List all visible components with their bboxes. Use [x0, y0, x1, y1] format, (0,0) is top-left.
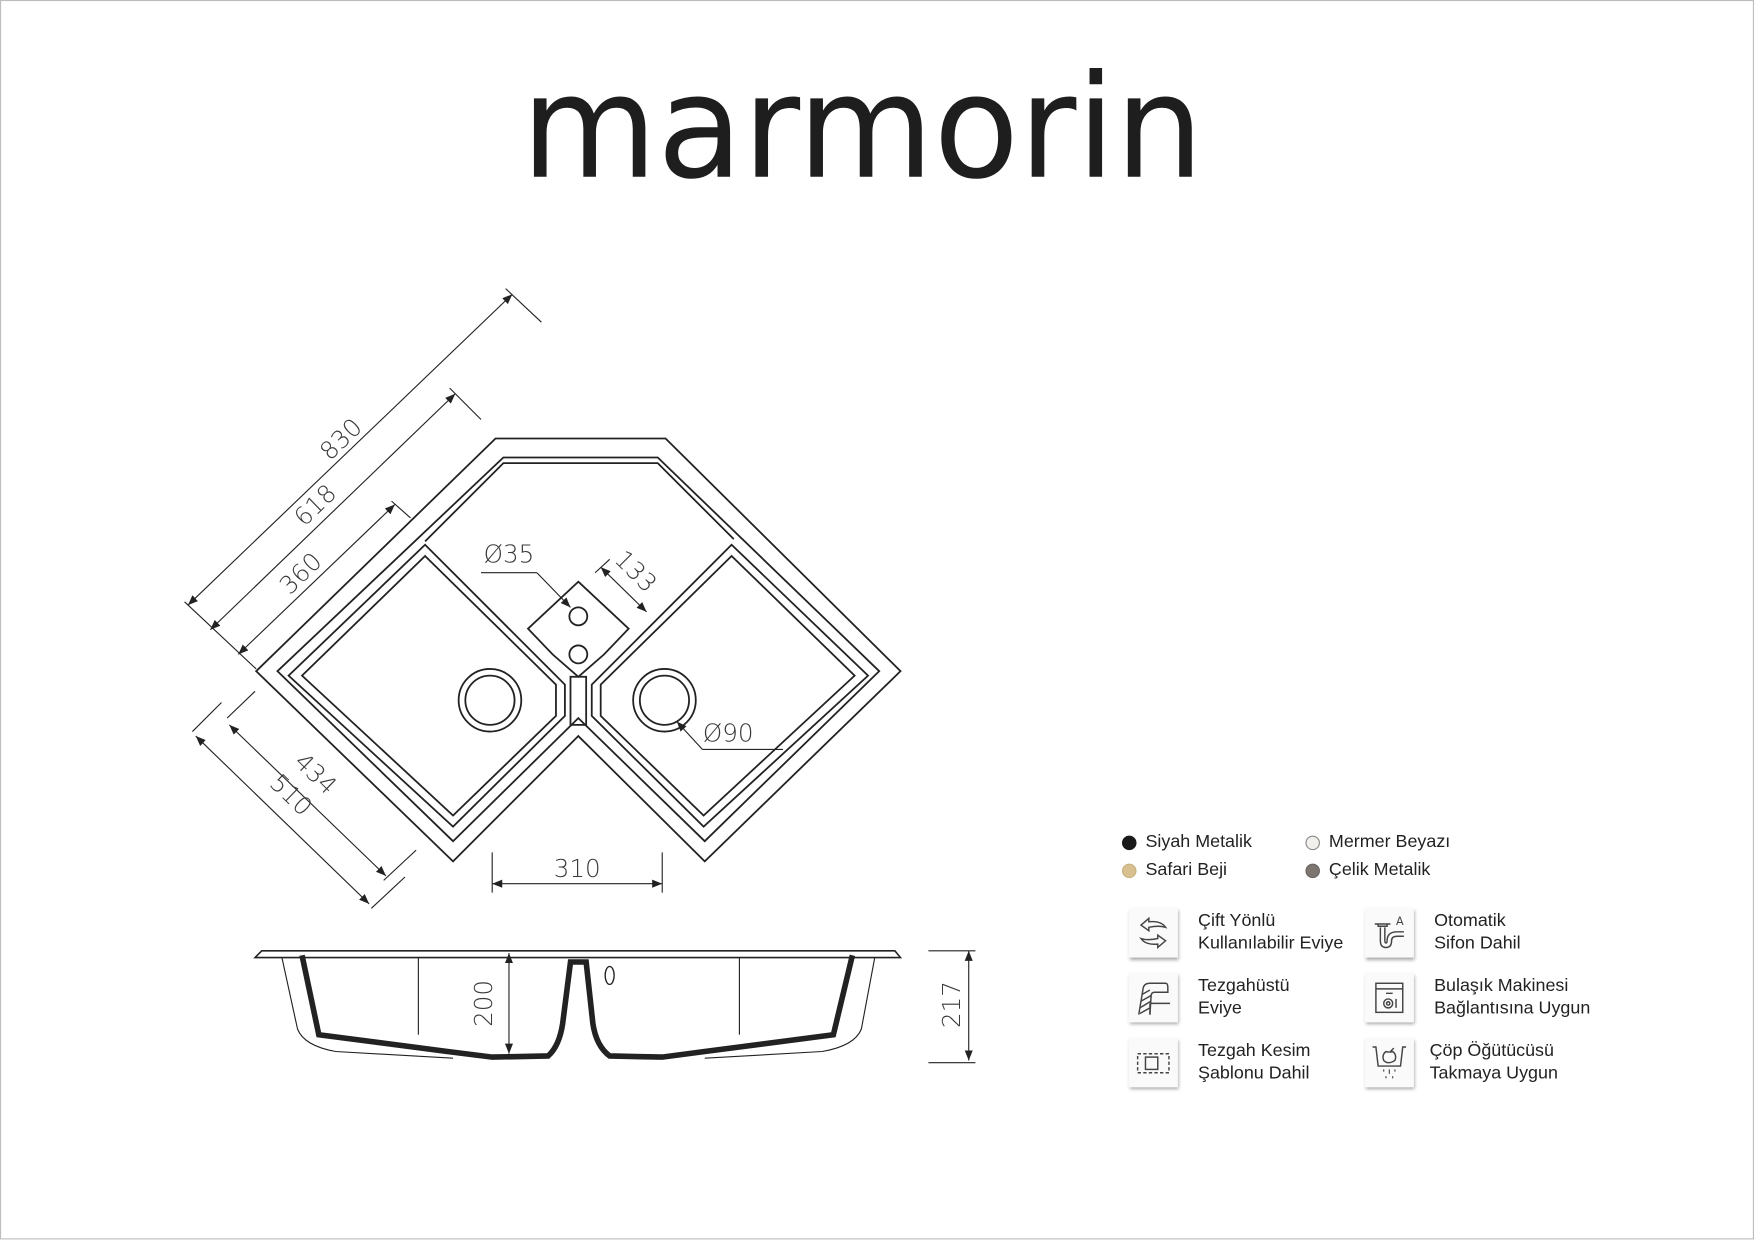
color-option-mermer-beyazi: Mermer Beyazı: [1305, 832, 1450, 852]
top-deck-edge: [424, 462, 735, 543]
countertop-icon: [1128, 973, 1178, 1023]
feature-label: Bulaşık Makinesi: [1434, 976, 1569, 996]
feature-label: Çöp Öğütücüsü: [1429, 1041, 1554, 1061]
cutout-template-icon: [1128, 1038, 1178, 1088]
feature-label: Eviye: [1198, 998, 1242, 1018]
feature-label: Şablonu Dahil: [1198, 1063, 1310, 1083]
faucet-hole: [568, 606, 589, 627]
feature-label: Bağlantısına Uygun: [1434, 998, 1591, 1018]
color-label: Siyah Metalik: [1145, 832, 1252, 852]
sink-inner-rim: [276, 456, 881, 843]
sink-top-view: [254, 437, 902, 863]
feature-label: Otomatik: [1434, 911, 1506, 931]
color-option-celik-metalik: Çelik Metalik: [1305, 860, 1430, 880]
feature-label: Kullanılabilir Eviye: [1198, 934, 1344, 954]
feature-label: Takmaya Uygun: [1429, 1063, 1558, 1083]
color-swatch: [1305, 863, 1320, 878]
dim-total-height: 217: [937, 981, 966, 1028]
feature-label: Tezgah Kesim: [1198, 1041, 1311, 1061]
feature-label: Sifon Dahil: [1434, 934, 1521, 954]
dim-618: 618: [288, 478, 342, 531]
top-view-dimensions: [184, 288, 784, 909]
brand-logo: marmorin: [521, 44, 1203, 211]
top-view-dimension-labels: 830 618 360 434 510 310 133 Ø35 Ø90: [264, 412, 753, 883]
dim-830: 830: [314, 412, 368, 465]
waste-disposer-icon: [1364, 1038, 1414, 1088]
sink-side-view: [253, 950, 903, 1060]
overflow-hole: [568, 644, 589, 665]
left-drain-inner: [464, 674, 516, 726]
left-drain-outer: [457, 668, 523, 733]
color-label: Mermer Beyazı: [1328, 832, 1451, 852]
feature-label: Çift Yönlü: [1198, 911, 1276, 931]
sink-outer-edge: [254, 437, 902, 863]
dim-360: 360: [274, 547, 328, 600]
svg-text:A: A: [1396, 915, 1404, 928]
dim-310: 310: [554, 854, 601, 883]
dim-faucet-hole: Ø35: [484, 540, 535, 569]
right-bowl: [599, 554, 856, 817]
right-drain-outer: [632, 668, 697, 733]
bowl-divider: [569, 675, 588, 726]
siphon-icon: A: [1364, 908, 1414, 958]
color-swatch: [1305, 835, 1320, 850]
reversible-arrows-icon: [1128, 908, 1178, 958]
right-bowl-rim: [590, 543, 870, 828]
color-label: Safari Beji: [1145, 860, 1228, 880]
side-view-dimensions: [504, 950, 976, 1064]
dim-bowl-depth: 200: [469, 980, 498, 1027]
color-option-safari-beji: Safari Beji: [1121, 860, 1228, 880]
dishwasher-icon: [1364, 973, 1414, 1023]
feature-label: Tezgahüstü: [1198, 976, 1290, 996]
dim-133: 133: [609, 544, 663, 598]
color-swatch: [1121, 835, 1137, 850]
right-drain-inner: [638, 674, 690, 726]
color-label: Çelik Metalik: [1328, 860, 1431, 880]
left-bowl: [300, 554, 557, 817]
color-swatch: [1121, 863, 1137, 878]
color-option-siyah-metalik: Siyah Metalik: [1121, 832, 1252, 852]
dim-drain: Ø90: [703, 719, 754, 748]
